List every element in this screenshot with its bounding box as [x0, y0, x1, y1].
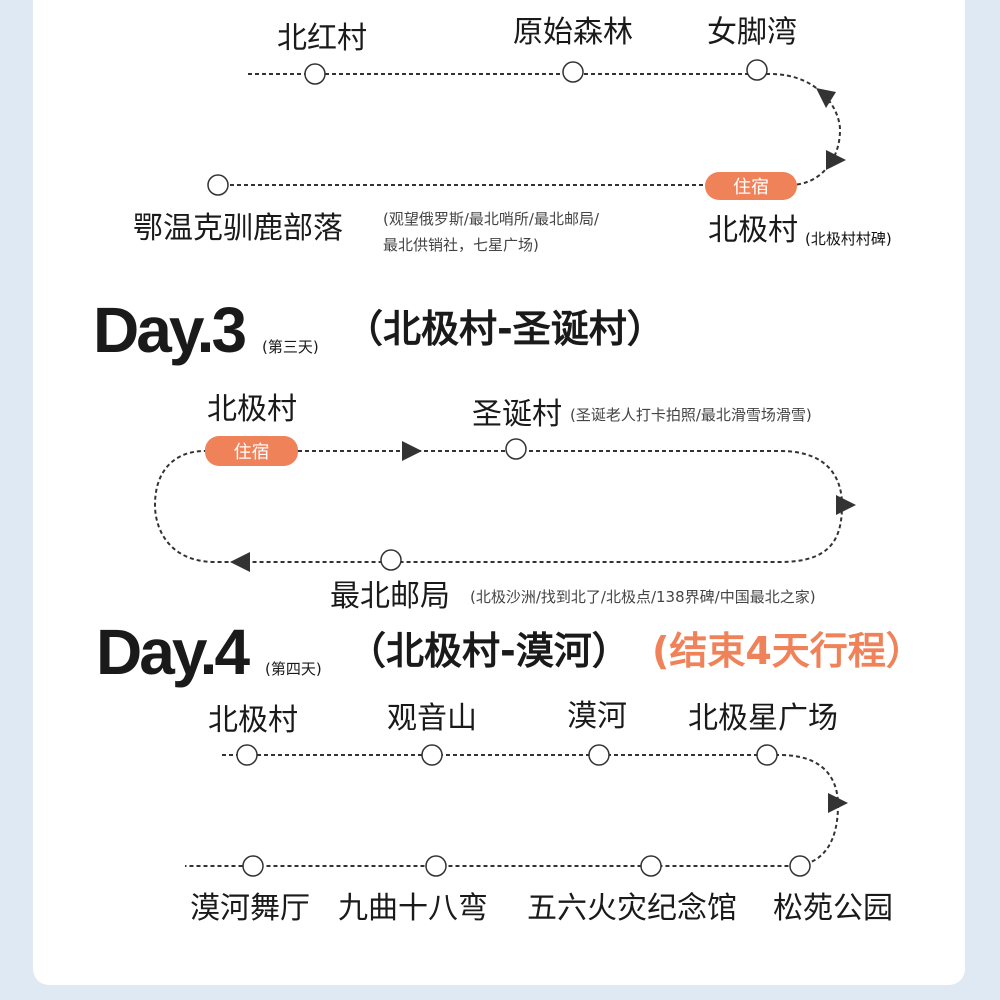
stop-note: (圣诞老人打卡拍照/最北滑雪场滑雪)	[570, 406, 812, 424]
stop-label: 女脚湾	[707, 15, 797, 50]
day2-route	[218, 73, 842, 186]
stop-marker	[421, 744, 443, 766]
stop-note: (北极沙洲/找到北了/北极点/138界碑/中国最北之家)	[470, 588, 816, 606]
stop-label: 圣诞村	[472, 397, 562, 432]
stop-label: 最北邮局	[330, 579, 450, 614]
trip-end-note: (结束4天行程）	[652, 629, 924, 673]
arrow-icon	[828, 793, 848, 813]
itinerary-card	[33, 0, 965, 985]
day-title: Day.4	[96, 616, 250, 688]
stop-note: (观望俄罗斯/最北哨所/最北邮局/	[383, 210, 600, 228]
stop-label: 五六火灾纪念馆	[527, 891, 737, 926]
day4-route	[185, 754, 840, 867]
stay-badge: 住宿	[205, 436, 298, 466]
stop-label: 北极村	[207, 392, 297, 427]
stop-marker	[207, 174, 229, 196]
day3-route	[153, 450, 844, 563]
stop-marker	[304, 63, 326, 85]
stop-label: 北极村	[708, 213, 798, 248]
stop-marker	[562, 61, 584, 83]
stop-marker	[236, 744, 258, 766]
stop-marker	[425, 855, 447, 877]
stop-marker	[640, 855, 662, 877]
day-title: Day.3	[93, 294, 247, 366]
stop-label: 鄂温克驯鹿部落	[133, 211, 343, 246]
stop-label: 观音山	[387, 701, 477, 736]
stay-badge: 住宿	[705, 172, 797, 200]
stop-marker	[789, 855, 811, 877]
stop-label: 漠河舞厅	[190, 891, 310, 926]
day-subtitle: (第四天)	[265, 660, 322, 678]
day-subtitle: (第三天)	[262, 338, 319, 356]
stop-label: 松苑公园	[773, 891, 893, 926]
arrow-icon	[230, 552, 250, 572]
stop-label: 北红村	[277, 21, 367, 56]
stop-label: 北极村	[208, 703, 298, 738]
stop-marker	[588, 744, 610, 766]
stop-marker	[380, 549, 402, 571]
stop-label: 原始森林	[513, 15, 633, 50]
stop-label: 漠河	[567, 699, 627, 734]
stop-note: (北极村村碑)	[805, 230, 892, 248]
stop-label: 九曲十八弯	[338, 891, 488, 926]
stop-marker	[756, 744, 778, 766]
stop-marker	[242, 855, 264, 877]
stop-label: 北极星广场	[688, 701, 838, 736]
arrow-icon	[836, 495, 856, 515]
day-route: （北极村-圣诞村）	[345, 307, 665, 351]
arrow-icon	[826, 150, 846, 170]
arrow-icon	[816, 88, 836, 108]
stop-note: 最北供销社，七星广场)	[383, 236, 539, 254]
arrow-icon	[402, 441, 422, 461]
day-route: （北极村-漠河）	[348, 629, 630, 673]
stop-marker	[746, 59, 768, 81]
stop-marker	[505, 438, 527, 460]
